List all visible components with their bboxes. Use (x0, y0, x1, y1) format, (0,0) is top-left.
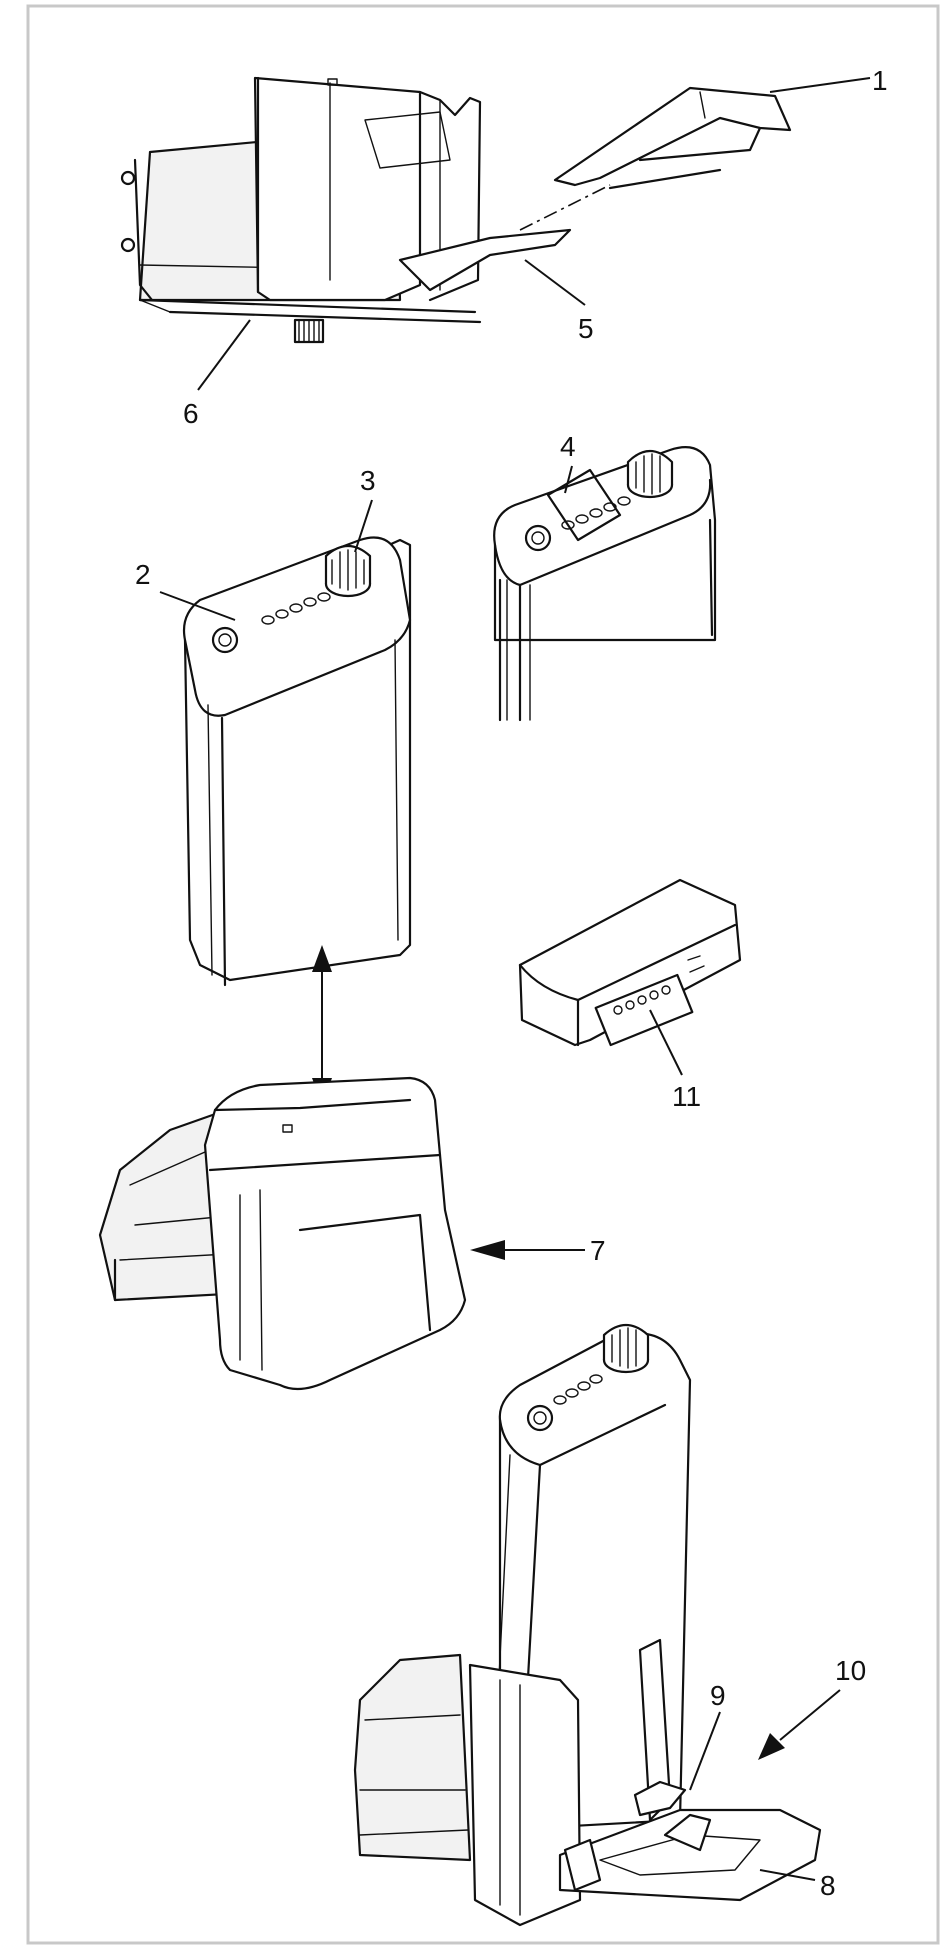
callout-5: 5 (578, 313, 594, 344)
callout-3: 3 (360, 465, 376, 496)
callout-6: 6 (183, 398, 199, 429)
charger-with-clip-assembly (122, 78, 790, 342)
charger-base (100, 1078, 465, 1389)
callout-4: 4 (560, 431, 576, 462)
battery-pack (184, 538, 410, 986)
callout-7: 7 (590, 1235, 606, 1266)
callout-1: 1 (872, 65, 888, 96)
callout-8: 8 (820, 1870, 836, 1901)
callout-10: 10 (835, 1655, 866, 1686)
battery-in-charger-assembly (355, 1325, 820, 1925)
battery-top-detail (494, 447, 715, 720)
callout-11: 11 (672, 1081, 701, 1112)
callout-9: 9 (710, 1680, 726, 1711)
callout-2: 2 (135, 559, 151, 590)
connector-detail (520, 880, 740, 1045)
